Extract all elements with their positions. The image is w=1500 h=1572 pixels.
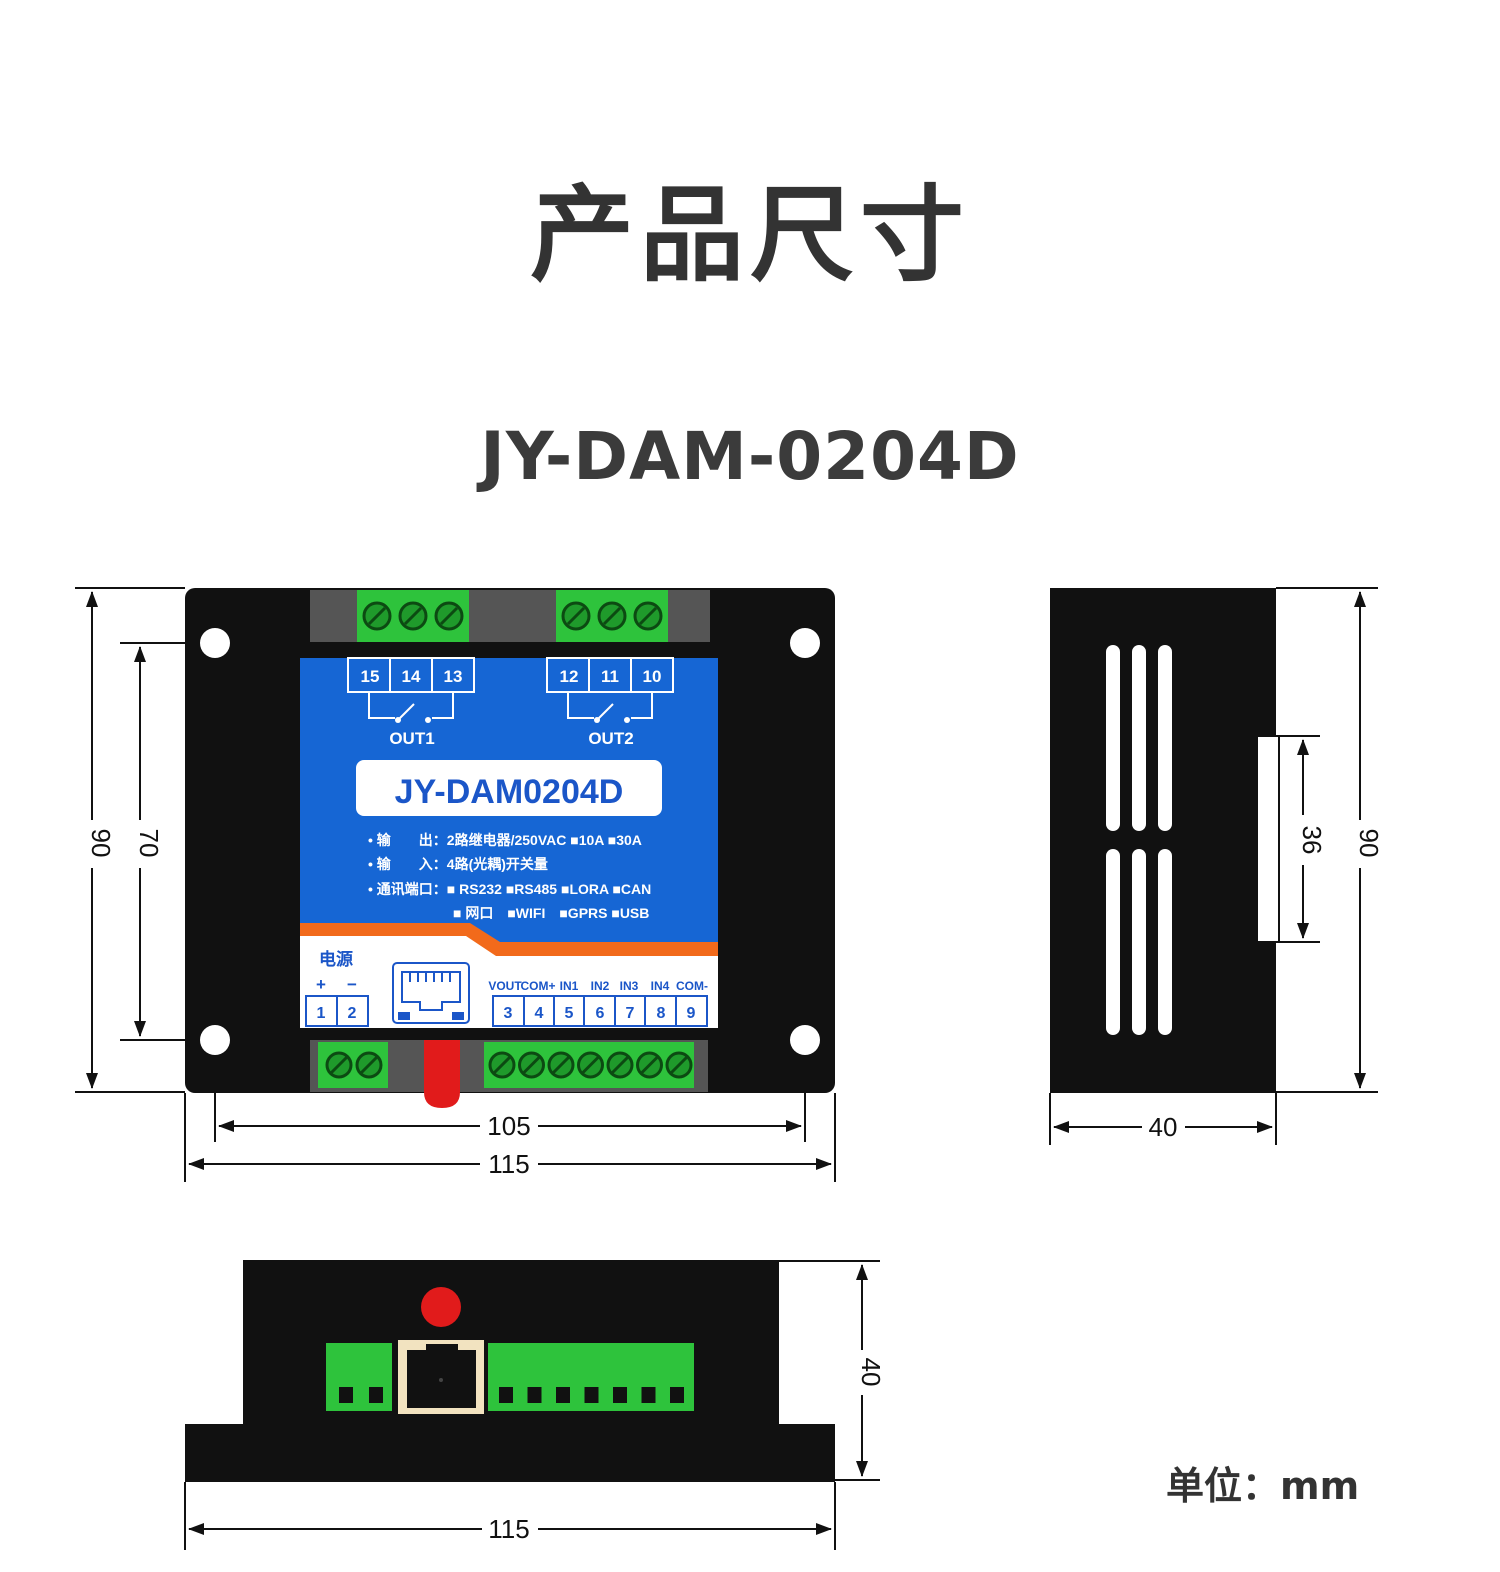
out1-terminal-15: 15 <box>361 667 380 686</box>
ethernet-port-icon <box>392 962 470 1024</box>
io-header-1: COM+ <box>520 979 555 993</box>
io-pin <box>584 1387 599 1403</box>
power-terminal-1: 1 <box>317 1005 326 1022</box>
mount-hole-tr <box>790 628 820 658</box>
io-pin <box>670 1387 684 1403</box>
spec-comm: • 通讯端口：■ RS232 ■RS485 ■LORA ■CAN <box>368 881 651 897</box>
io-terminal-6: 9 <box>687 1005 696 1022</box>
spec-input: • 输 入：4路(光耦)开关量 <box>368 856 548 872</box>
dim-front-width-inner: 105 <box>487 1111 530 1141</box>
io-terminal-5: 8 <box>657 1005 666 1022</box>
io-pin <box>613 1387 627 1403</box>
io-pin <box>527 1387 542 1403</box>
out2-terminal-11: 11 <box>601 667 619 686</box>
mount-hole-bl <box>200 1025 230 1055</box>
dim-side-inner: 36 <box>1297 826 1327 855</box>
antenna-dot <box>421 1287 461 1327</box>
io-header-2: IN1 <box>560 979 579 993</box>
io-header-5: IN4 <box>651 979 670 993</box>
out2-label: OUT2 <box>588 729 633 748</box>
out2-terminal-10: 10 <box>643 667 662 686</box>
power-terminal-2: 2 <box>348 1005 357 1022</box>
side-view: 90 36 40 <box>1049 587 1384 1145</box>
io-pin <box>499 1387 513 1403</box>
mount-hole-tl <box>200 628 230 658</box>
mount-hole-br <box>790 1025 820 1055</box>
io-header-3: IN2 <box>591 979 610 993</box>
dim-side-height: 90 <box>1354 829 1384 858</box>
out2-terminal-12: 12 <box>560 667 579 686</box>
io-pin <box>641 1387 656 1403</box>
spec-comm2: ■ 网口 ■WIFI ■GPRS ■USB <box>453 905 649 921</box>
front-view: 15 14 13 12 11 10 OUT1 OUT2 JY-DAM0204D … <box>75 587 836 1182</box>
vent-slots <box>1106 645 1172 1035</box>
dim-front-width-outer: 115 <box>488 1149 529 1179</box>
spec-output: • 输 出：2路继电器/250VAC ■10A ■30A <box>368 832 642 848</box>
io-terminal-3: 6 <box>596 1005 605 1022</box>
antenna-icon <box>424 1040 460 1108</box>
out1-label: OUT1 <box>389 729 434 748</box>
power-plus: + <box>316 975 326 994</box>
io-terminal-2: 5 <box>565 1005 574 1022</box>
unit-label: 单位：mm <box>1166 1464 1360 1508</box>
io-header-6: COM- <box>676 979 708 993</box>
page-title: 产品尺寸 <box>529 174 970 296</box>
dim-bottom-height: 40 <box>856 1358 886 1387</box>
dim-front-height-outer: 90 <box>86 829 116 858</box>
power-label: 电源 <box>319 949 353 969</box>
out1-terminal-14: 14 <box>402 667 421 686</box>
io-terminal-4: 7 <box>626 1005 635 1022</box>
out1-terminal-13: 13 <box>444 667 463 686</box>
model-heading: JY-DAM-0204D <box>480 418 1020 495</box>
dim-bottom-width: 115 <box>488 1514 529 1544</box>
io-header-0: VOUT <box>488 979 522 993</box>
io-header-4: IN3 <box>620 979 639 993</box>
dim-front-height-inner: 70 <box>134 829 164 858</box>
power-minus: − <box>347 975 357 994</box>
io-terminal-1: 4 <box>535 1005 544 1022</box>
device-name: JY-DAM0204D <box>395 773 624 811</box>
bottom-view: 40 115 <box>184 1260 886 1550</box>
dim-side-width: 40 <box>1149 1112 1178 1142</box>
io-pin <box>556 1387 570 1403</box>
io-terminal-0: 3 <box>504 1005 513 1022</box>
